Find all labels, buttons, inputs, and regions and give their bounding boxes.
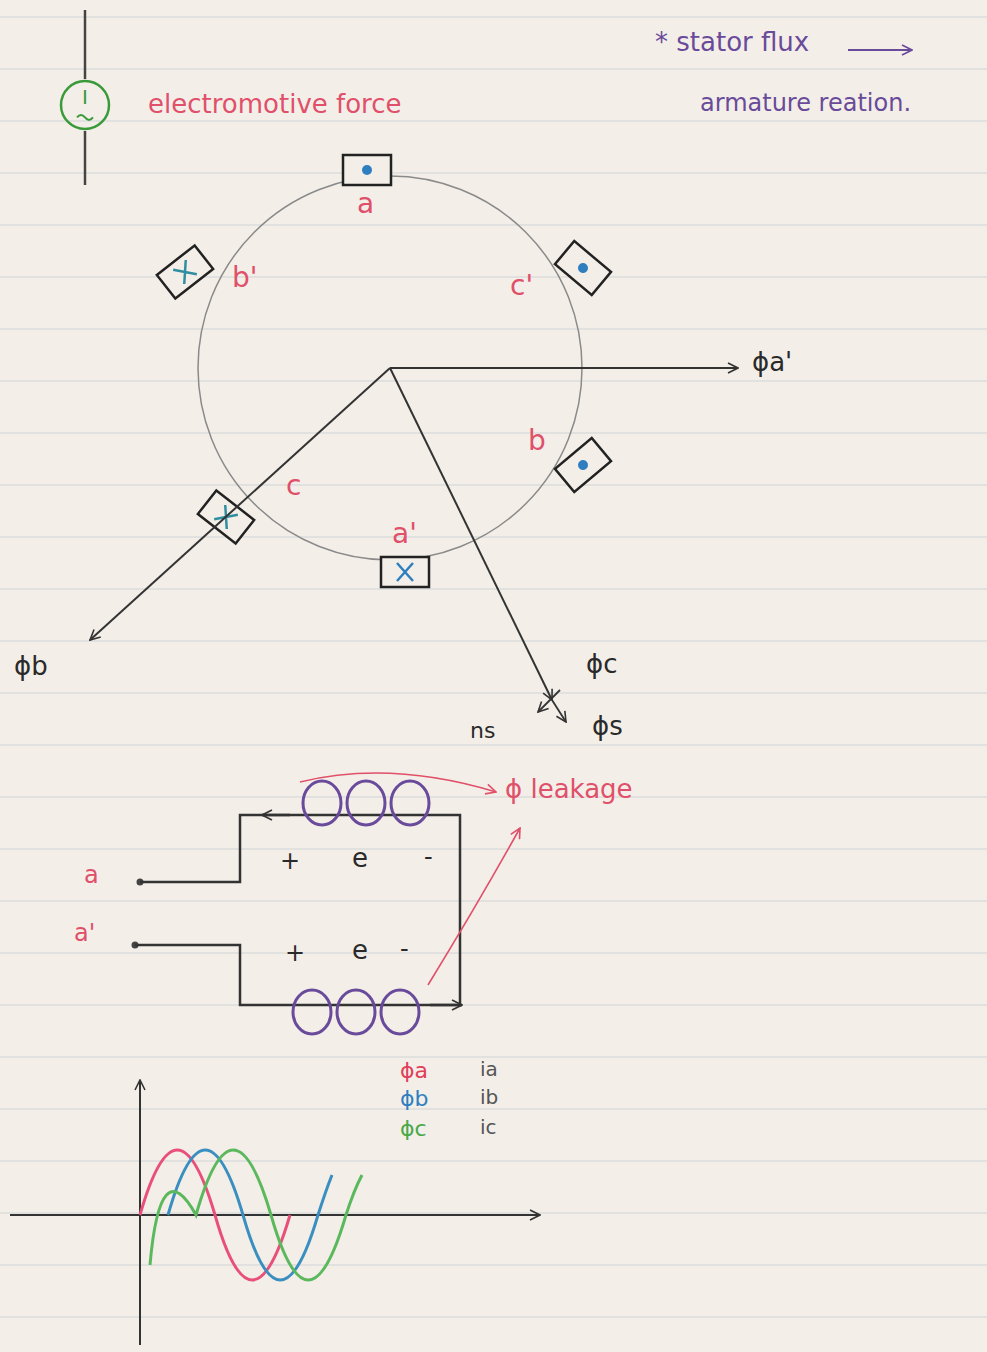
- note: * stator flux: [655, 28, 809, 58]
- flux-label: ϕa': [752, 348, 792, 378]
- note: armature reation.: [700, 90, 911, 118]
- phase-label: ϕc: [400, 1116, 427, 1141]
- polarity-sign: -: [424, 844, 433, 872]
- flux-vector: [390, 368, 552, 700]
- slot-label: a': [392, 518, 417, 550]
- current-label: ib: [480, 1086, 498, 1109]
- flux-label: ϕc: [586, 650, 617, 680]
- slot: [555, 438, 611, 492]
- current-label: ic: [480, 1116, 497, 1139]
- coil: [293, 990, 419, 1034]
- wire: [84, 131, 87, 185]
- slot-label: c: [286, 470, 301, 502]
- phase-label: ϕa: [400, 1058, 428, 1083]
- note-arrow: [848, 49, 912, 51]
- leakage-leader: [428, 828, 520, 985]
- wire: [135, 815, 460, 1005]
- phase-wave: [150, 1150, 362, 1280]
- flux-vector: [90, 368, 390, 640]
- speed-label: ns: [470, 718, 495, 743]
- flux-vector: [390, 367, 738, 369]
- source-symbol: I: [59, 79, 111, 131]
- coil: [303, 781, 429, 825]
- slot-label: a: [357, 188, 374, 220]
- ac-tilde: [77, 115, 93, 120]
- flux-label: ϕb: [14, 652, 48, 682]
- slot: [555, 241, 611, 295]
- emf-label: e: [352, 936, 368, 966]
- emf-label: e: [352, 844, 368, 874]
- wire: [84, 10, 87, 79]
- slot: [381, 557, 429, 587]
- polarity-sign: +: [280, 848, 300, 876]
- slot-label: b: [528, 425, 546, 457]
- flux-vector: [552, 700, 566, 722]
- slot: [343, 155, 391, 185]
- axis: [10, 1214, 540, 1216]
- annotation: electromotive force: [148, 90, 402, 120]
- phase-wave: [168, 1150, 332, 1280]
- slot-label: c': [510, 270, 533, 302]
- current-label: ia: [480, 1058, 498, 1081]
- rotation-arrow: [538, 690, 560, 712]
- slot: [157, 245, 213, 298]
- current-arrow: [430, 1004, 462, 1007]
- symbol-letter: I: [59, 79, 111, 107]
- leakage-leader: [300, 773, 496, 792]
- phase-label: ϕb: [400, 1086, 428, 1111]
- current-arrow: [262, 814, 290, 817]
- polarity-sign: +: [285, 940, 305, 968]
- polarity-sign: -: [400, 936, 409, 964]
- terminal-label: a': [74, 920, 95, 948]
- flux-label: ϕs: [592, 712, 623, 742]
- slot-label: b': [232, 262, 257, 294]
- leakage-label: ϕ leakage: [505, 775, 633, 805]
- phase-wave: [140, 1150, 290, 1280]
- terminal-label: a: [84, 862, 99, 890]
